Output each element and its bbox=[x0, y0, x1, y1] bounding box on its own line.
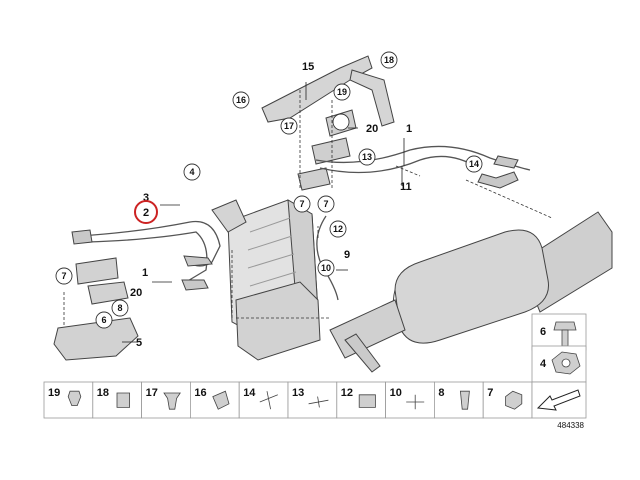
part-icon bbox=[259, 391, 278, 410]
callout-3: 3 bbox=[143, 192, 149, 204]
strip-part-number: 8 bbox=[438, 387, 444, 399]
side-part-4-number: 4 bbox=[540, 358, 547, 370]
strip-part-number: 7 bbox=[487, 387, 493, 399]
lambda-sensor-left[interactable] bbox=[71, 229, 213, 291]
lambda-sensor-right[interactable] bbox=[477, 155, 519, 189]
strip-part-8[interactable]: 8 bbox=[433, 381, 484, 419]
callout-10: 10 bbox=[321, 263, 331, 273]
callout-20-lower: 20 bbox=[130, 287, 142, 299]
catalog-number: 484338 bbox=[557, 421, 584, 430]
strip-part-16[interactable]: 16 bbox=[189, 381, 240, 419]
strip-part-13[interactable]: 13 bbox=[287, 381, 338, 419]
callout-6: 6 bbox=[101, 315, 106, 325]
callout-19: 19 bbox=[337, 87, 347, 97]
strip-part-19[interactable]: 19 bbox=[43, 381, 94, 419]
bolt-icon bbox=[553, 321, 577, 347]
callout-18: 18 bbox=[384, 55, 394, 65]
bracket-assembly-left[interactable] bbox=[53, 257, 139, 361]
callout-1-upper: 1 bbox=[406, 123, 412, 135]
strip-part-number: 14 bbox=[243, 387, 256, 399]
selected-callout[interactable]: 2 bbox=[134, 200, 158, 224]
leader-lines bbox=[63, 90, 553, 326]
callout-13: 13 bbox=[362, 152, 372, 162]
nut-icon bbox=[551, 351, 581, 375]
callout-20-upper: 20 bbox=[366, 123, 378, 135]
circled-callouts bbox=[55, 51, 483, 329]
strip-part-number: 18 bbox=[97, 387, 109, 399]
strip-cell bbox=[287, 381, 338, 419]
strip-part-number: 10 bbox=[390, 387, 402, 399]
callout-labels: 15 1 11 20 3 1 20 5 9 bbox=[130, 61, 412, 349]
strip-part-14[interactable]: 14 bbox=[238, 381, 289, 419]
parts-strip: 19 18 17 16 14 13 12 10 8 7 bbox=[43, 381, 533, 419]
callout-15: 15 bbox=[302, 61, 314, 73]
part-icon bbox=[67, 390, 82, 407]
side-part-6[interactable]: 6 bbox=[531, 313, 587, 351]
callout-11: 11 bbox=[400, 181, 412, 193]
strip-part-10[interactable]: 10 bbox=[385, 381, 435, 419]
callout-leaders bbox=[122, 82, 405, 343]
part-icon bbox=[358, 394, 376, 408]
part-icon bbox=[459, 390, 470, 410]
strip-cell bbox=[189, 381, 240, 419]
strip-cell bbox=[385, 381, 435, 419]
strip-part-number: 17 bbox=[146, 387, 158, 399]
part-icon bbox=[308, 396, 329, 408]
strip-part-17[interactable]: 17 bbox=[141, 381, 191, 419]
part-icon bbox=[116, 392, 131, 408]
strip-part-number: 19 bbox=[48, 387, 60, 399]
callout-9: 9 bbox=[344, 249, 350, 261]
callout-1-lower: 1 bbox=[142, 267, 148, 279]
callout-7-mid: 7 bbox=[299, 199, 304, 209]
callout-5: 5 bbox=[136, 337, 142, 349]
strip-part-number: 16 bbox=[194, 387, 206, 399]
strip-cell bbox=[238, 381, 289, 419]
strip-cell bbox=[141, 381, 191, 419]
callout-17: 17 bbox=[284, 121, 294, 131]
side-part-6-number: 6 bbox=[540, 326, 546, 338]
side-part-4[interactable]: 4 bbox=[531, 345, 587, 383]
circled-callout-text: 4 16 17 18 19 13 14 7 7 12 10 7 6 8 bbox=[61, 55, 479, 325]
callout-2: 2 bbox=[143, 207, 149, 219]
callout-7-right: 7 bbox=[323, 199, 328, 209]
callout-14: 14 bbox=[469, 159, 479, 169]
callout-4: 4 bbox=[189, 167, 194, 177]
particulate-filter[interactable] bbox=[211, 199, 321, 361]
part-icon bbox=[212, 390, 230, 410]
arrow-icon bbox=[536, 389, 581, 411]
callout-8: 8 bbox=[117, 303, 122, 313]
part-icon bbox=[163, 392, 181, 410]
bracket-15[interactable] bbox=[261, 55, 395, 127]
view-direction-cell bbox=[531, 381, 587, 419]
part-icon bbox=[406, 394, 425, 410]
part-icon bbox=[505, 390, 523, 410]
strip-cell bbox=[482, 381, 533, 419]
callout-12: 12 bbox=[333, 224, 343, 234]
strip-part-7[interactable]: 7 bbox=[482, 381, 533, 419]
strip-part-number: 13 bbox=[292, 387, 304, 399]
strip-cell bbox=[433, 381, 484, 419]
strip-part-12[interactable]: 12 bbox=[336, 381, 386, 419]
strip-cell bbox=[43, 381, 94, 419]
strip-part-18[interactable]: 18 bbox=[92, 381, 143, 419]
callout-7-left: 7 bbox=[61, 271, 66, 281]
callout-16: 16 bbox=[236, 95, 246, 105]
strip-part-number: 12 bbox=[341, 387, 353, 399]
muffler-assembly[interactable] bbox=[329, 211, 613, 373]
